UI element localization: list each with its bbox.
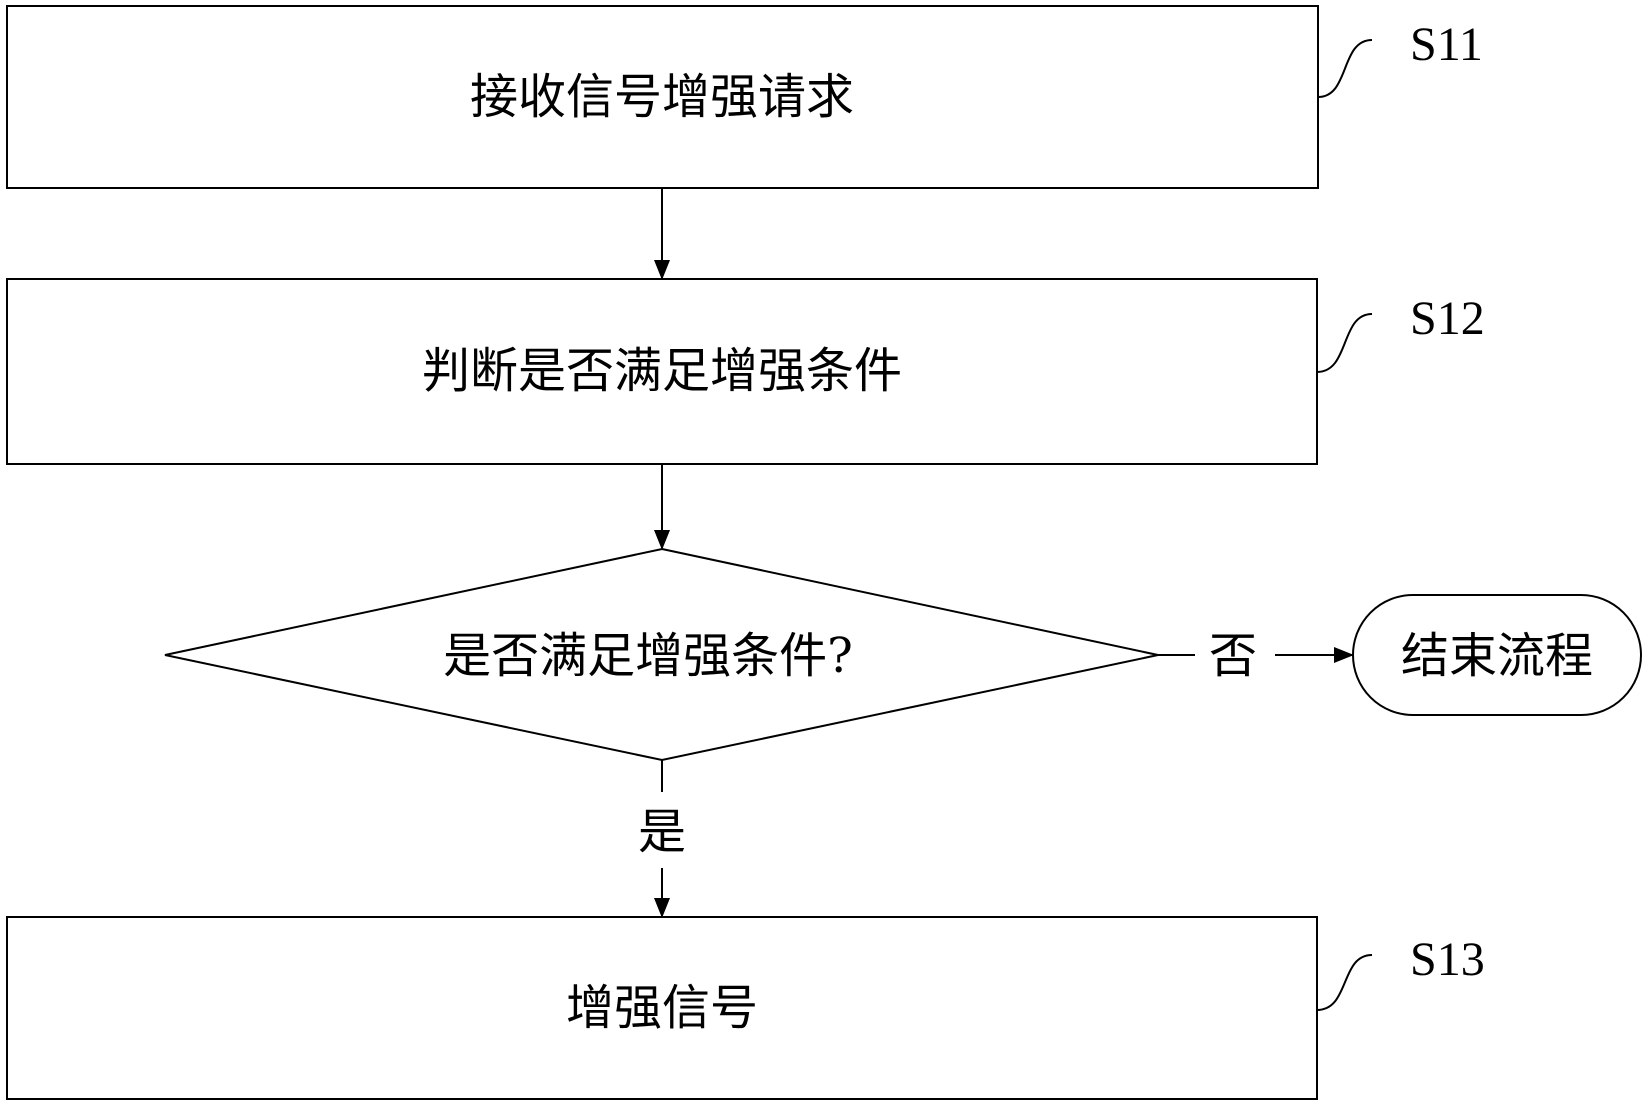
terminal: 结束流程 [1352,594,1642,716]
step-s13: 增强信号 S13 [6,916,1485,1100]
process-text-s13: 增强信号 [566,980,758,1036]
leader-curve-s11 [1317,39,1373,98]
decision-text: 是否满足增强条件? [443,628,853,684]
no-branch-label: 否 [1209,628,1257,684]
terminal-shape [1352,594,1642,716]
yes-branch-label: 是 [638,804,686,860]
leader-curve-s13 [1316,954,1373,1011]
step-label-s11: S11 [1410,18,1483,71]
process-text-s11: 接收信号增强请求 [470,69,854,125]
process-text-s12: 判断是否满足增强条件 [422,343,902,399]
decision: 是否满足增强条件? [164,547,1159,762]
process-box-s12 [6,278,1318,465]
process-box-s13 [6,916,1318,1100]
process-box-s11 [6,5,1319,189]
terminal-text: 结束流程 [1401,628,1593,684]
leader-curve-s12 [1316,313,1373,373]
step-s12: 判断是否满足增强条件 S12 [6,278,1485,465]
step-label-s13: S13 [1410,933,1485,986]
step-s11: 接收信号增强请求 S11 [6,5,1483,189]
step-label-s12: S12 [1410,292,1485,345]
